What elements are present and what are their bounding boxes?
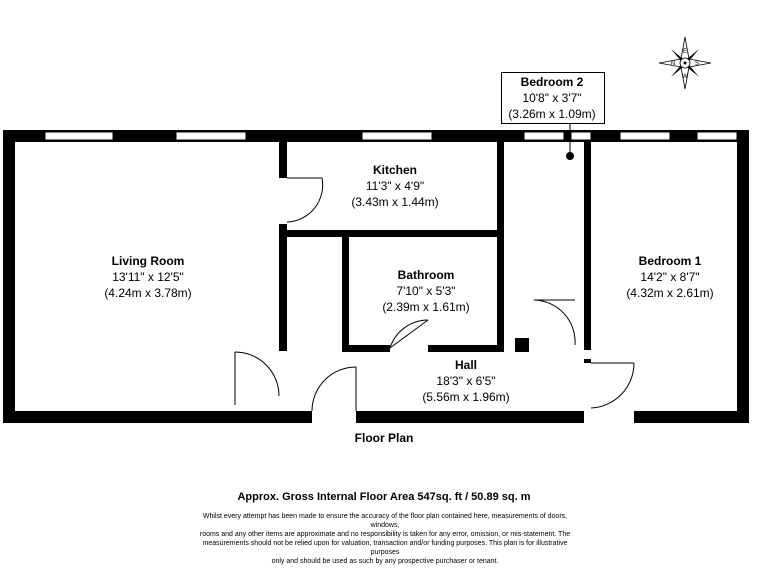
bedroom2-name: Bedroom 2	[520, 75, 584, 89]
living-room-metric: (4.24m x 3.78m)	[104, 286, 192, 300]
living-room-label: Living Room 13'11" x 12'5" (4.24m x 3.78…	[88, 253, 208, 301]
living-room-name: Living Room	[111, 254, 185, 268]
bedroom2-metric: (3.26m x 1.09m)	[508, 107, 596, 121]
hall-metric: (5.56m x 1.96m)	[422, 390, 510, 404]
disclaimer-line: measurements should not be relied upon f…	[202, 540, 568, 556]
kitchen-name: Kitchen	[372, 163, 417, 177]
bedroom1-label: Bedroom 1 14'2" x 8'7" (4.32m x 2.61m)	[608, 253, 732, 301]
interior-walls	[279, 142, 591, 363]
living-room-imperial: 13'11" x 12'5"	[112, 270, 184, 284]
bathroom-metric: (2.39m x 1.61m)	[382, 300, 470, 314]
gross-area-text: Approx. Gross Internal Floor Area 547sq.…	[237, 491, 531, 503]
compass-north-label: N	[671, 61, 675, 67]
windows	[44, 131, 738, 141]
bathroom-imperial: 7'10" x 5'3"	[396, 284, 456, 298]
disclaimer-line: Whilst every attempt has been made to en…	[202, 513, 568, 529]
bedroom2-label-box	[501, 72, 605, 124]
hall-name: Hall	[454, 358, 477, 372]
bedroom1-name: Bedroom 1	[638, 254, 702, 268]
bedroom2-imperial: 10'8" x 3'7"	[522, 91, 582, 105]
bedroom2-label: Bedroom 2 10'8" x 3'7" (3.26m x 1.09m)	[501, 74, 603, 122]
compass-east-label: E	[683, 49, 687, 55]
bathroom-name: Bathroom	[397, 268, 455, 282]
kitchen-imperial: 11'3" x 4'9"	[365, 179, 425, 193]
doors	[234, 177, 635, 412]
bedroom2-pointer	[566, 122, 574, 160]
bathroom-label: Bathroom 7'10" x 5'3" (2.39m x 1.61m)	[364, 267, 488, 315]
bedroom1-metric: (4.32m x 2.61m)	[626, 286, 714, 300]
kitchen-metric: (3.43m x 1.44m)	[351, 195, 439, 209]
compass-icon: E W N S	[658, 36, 712, 90]
kitchen-label: Kitchen 11'3" x 4'9" (3.43m x 1.44m)	[333, 162, 457, 210]
disclaimer-line: only and should be used as such by any p…	[271, 558, 499, 565]
floor-plan-caption: Floor Plan	[354, 431, 414, 445]
compass-west-label: W	[682, 74, 688, 80]
disclaimer: Whilst every attempt has been made to en…	[190, 512, 580, 566]
compass-south-label: S	[695, 61, 699, 67]
hall-label: Hall 18'3" x 6'5" (5.56m x 1.96m)	[406, 357, 526, 405]
disclaimer-line: rooms and any other items are approximat…	[199, 531, 571, 538]
bedroom1-imperial: 14'2" x 8'7"	[640, 270, 700, 284]
hall-imperial: 18'3" x 6'5"	[436, 374, 496, 388]
